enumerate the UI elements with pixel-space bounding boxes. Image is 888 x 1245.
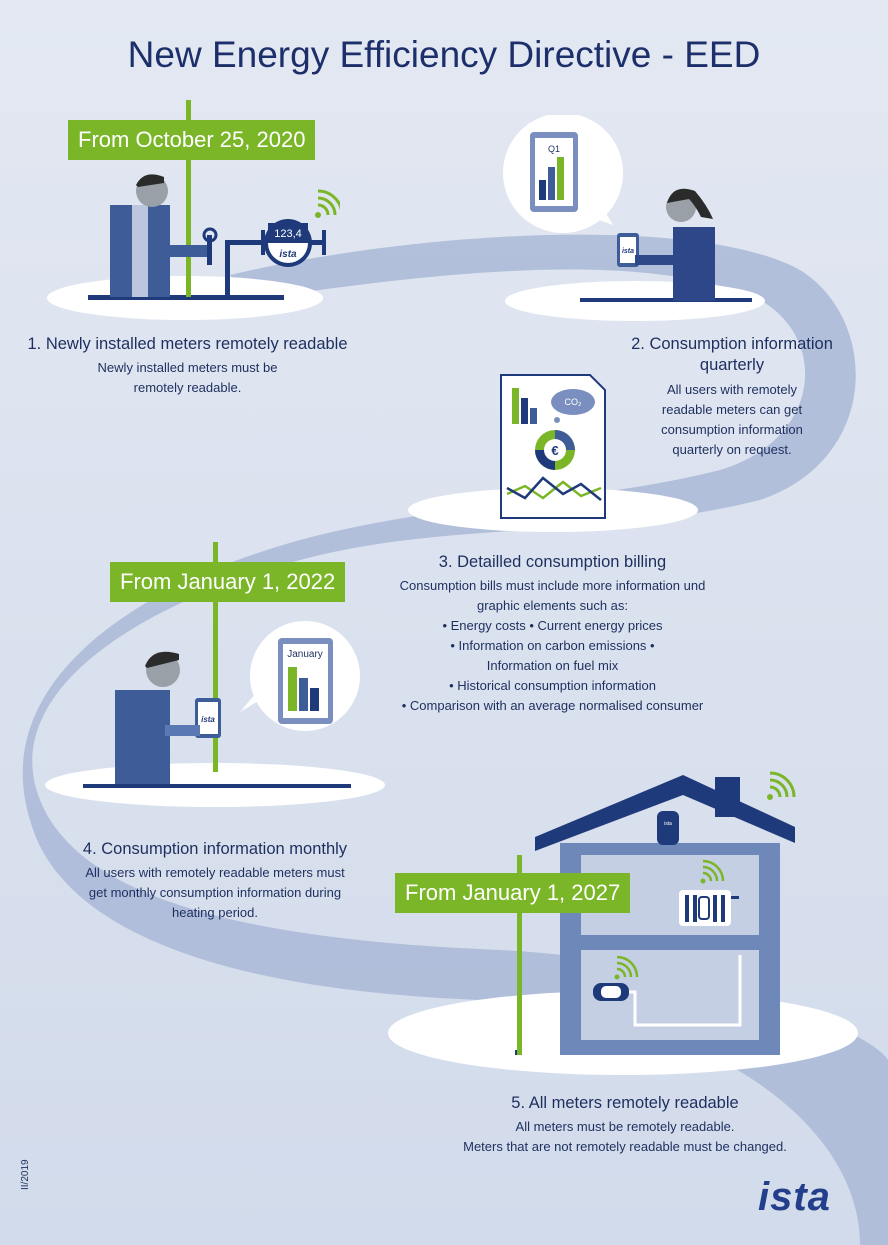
step-3-description: Consumption bills must include more info… (399, 578, 706, 713)
step-1-title: 1. Newly installed meters remotely reada… (27, 335, 348, 353)
version-label: II/2019 (20, 1159, 31, 1190)
step-4-description: All users with remotely readable meters … (85, 865, 345, 920)
svg-text:January: January (287, 649, 323, 660)
ista-logo: ista (758, 1175, 831, 1219)
svg-text:ista: ista (279, 249, 297, 260)
wifi-signal-icon (767, 771, 796, 800)
wifi-signal-icon (700, 859, 725, 884)
page-title: New Energy Efficiency Directive - EED (127, 34, 761, 75)
svg-text:ista: ista (664, 821, 672, 827)
svg-text:123,4: 123,4 (274, 228, 302, 240)
illustration-billing-document: CO₂ € (408, 374, 698, 532)
milestone-date-2020: From October 25, 2020 (68, 120, 316, 160)
svg-text:ista: ista (201, 715, 215, 724)
illustration-monthly-tablet-man: January ista (45, 542, 385, 807)
svg-text:Q1: Q1 (548, 144, 560, 154)
step-3-title: 3. Detailled consumption billing (438, 553, 667, 571)
wifi-signal-icon (614, 955, 639, 980)
illustration-tablet-woman: Q1 ista (503, 115, 765, 321)
svg-text:ista: ista (622, 248, 634, 255)
milestone-date-2027: From January 1, 2027 (395, 873, 631, 913)
milestone-date-2022: From January 1, 2022 (110, 562, 346, 602)
euro-icon: € (535, 430, 575, 470)
illustration-meter-technician: 123,4 ista (47, 100, 340, 320)
svg-text:€: € (551, 443, 558, 458)
step-5-title: 5. All meters remotely readable (511, 1094, 739, 1112)
illustration-smart-house: ista (388, 771, 858, 1075)
step-5-description: All meters must be remotely readable.Met… (463, 1119, 787, 1154)
svg-text:CO₂: CO₂ (565, 397, 583, 407)
wrench-icon (202, 227, 218, 265)
co2-cloud-icon: CO₂ (551, 389, 595, 423)
wifi-signal-icon (315, 189, 340, 218)
step-4-title: 4. Consumption information monthly (82, 840, 348, 858)
